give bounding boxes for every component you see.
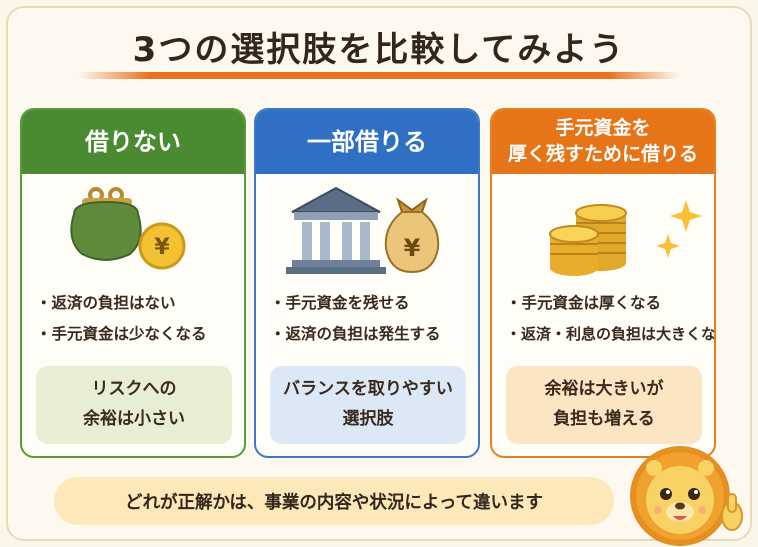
heading-line: 手元資金を <box>555 117 651 140</box>
note-line: 余裕は大きいが <box>544 379 664 400</box>
summary-note: リスクへの余裕は小さい <box>36 366 232 444</box>
bullet-item: 返済・利息の負担は大きくなる <box>506 319 714 350</box>
note-line: 余裕は小さい <box>83 409 185 429</box>
bank-icon <box>286 186 386 274</box>
bullet-item: 手元資金を残せる <box>270 288 475 319</box>
card-heading: 手元資金を厚く残すために借りる <box>492 110 714 174</box>
lion-mascot-icon <box>630 446 743 546</box>
option-card-partial-borrow: 一部借りる ¥ 手元資金を残せる 返済の負担は発生する バランスを取りやすい選択… <box>254 108 480 458</box>
bullet-item: 手元資金は少なくなる <box>36 319 241 350</box>
bullet-item: 手元資金は厚くなる <box>506 288 711 319</box>
card-illustration: ¥ <box>70 187 186 270</box>
coin-stacks-icon <box>549 204 627 276</box>
card-illustration <box>549 200 702 276</box>
coin-purse-icon <box>70 187 142 261</box>
bullet-list: 手元資金は厚くなる 返済・利息の負担は大きくなる <box>506 288 714 350</box>
note-line: 負担も増える <box>553 409 655 429</box>
bullet-item: 返済の負担は発生する <box>270 319 475 350</box>
card-heading: 一部借りる <box>256 110 478 174</box>
summary-note: 余裕は大きいが負担も増える <box>506 366 702 444</box>
note-line: 選択肢 <box>342 409 394 429</box>
bullet-item: 返済の負担はない <box>36 288 241 319</box>
svg-text:¥: ¥ <box>404 234 421 262</box>
card-illustration: ¥ <box>286 186 440 274</box>
yen-coin-icon: ¥ <box>138 222 186 270</box>
note-line: バランスを取りやすい <box>283 379 453 400</box>
bullet-list: 返済の負担はない 手元資金は少なくなる <box>36 288 241 350</box>
bullet-list: 手元資金を残せる 返済の負担は発生する <box>270 288 475 350</box>
heading-line: 厚く残すために借りる <box>507 143 698 165</box>
sparkle-icon <box>656 200 702 258</box>
summary-note: バランスを取りやすい選択肢 <box>270 366 466 444</box>
note-line: リスクへの <box>91 379 177 400</box>
bottom-message: どれが正解かは、事業の内容や状況によって違います <box>54 477 614 525</box>
svg-text:¥: ¥ <box>154 235 170 260</box>
yen-money-bag-icon: ¥ <box>384 197 440 274</box>
title-underline <box>78 72 680 79</box>
page-title: 3つの選択肢を比較してみよう <box>132 30 626 70</box>
card-heading: 借りない <box>22 110 244 174</box>
